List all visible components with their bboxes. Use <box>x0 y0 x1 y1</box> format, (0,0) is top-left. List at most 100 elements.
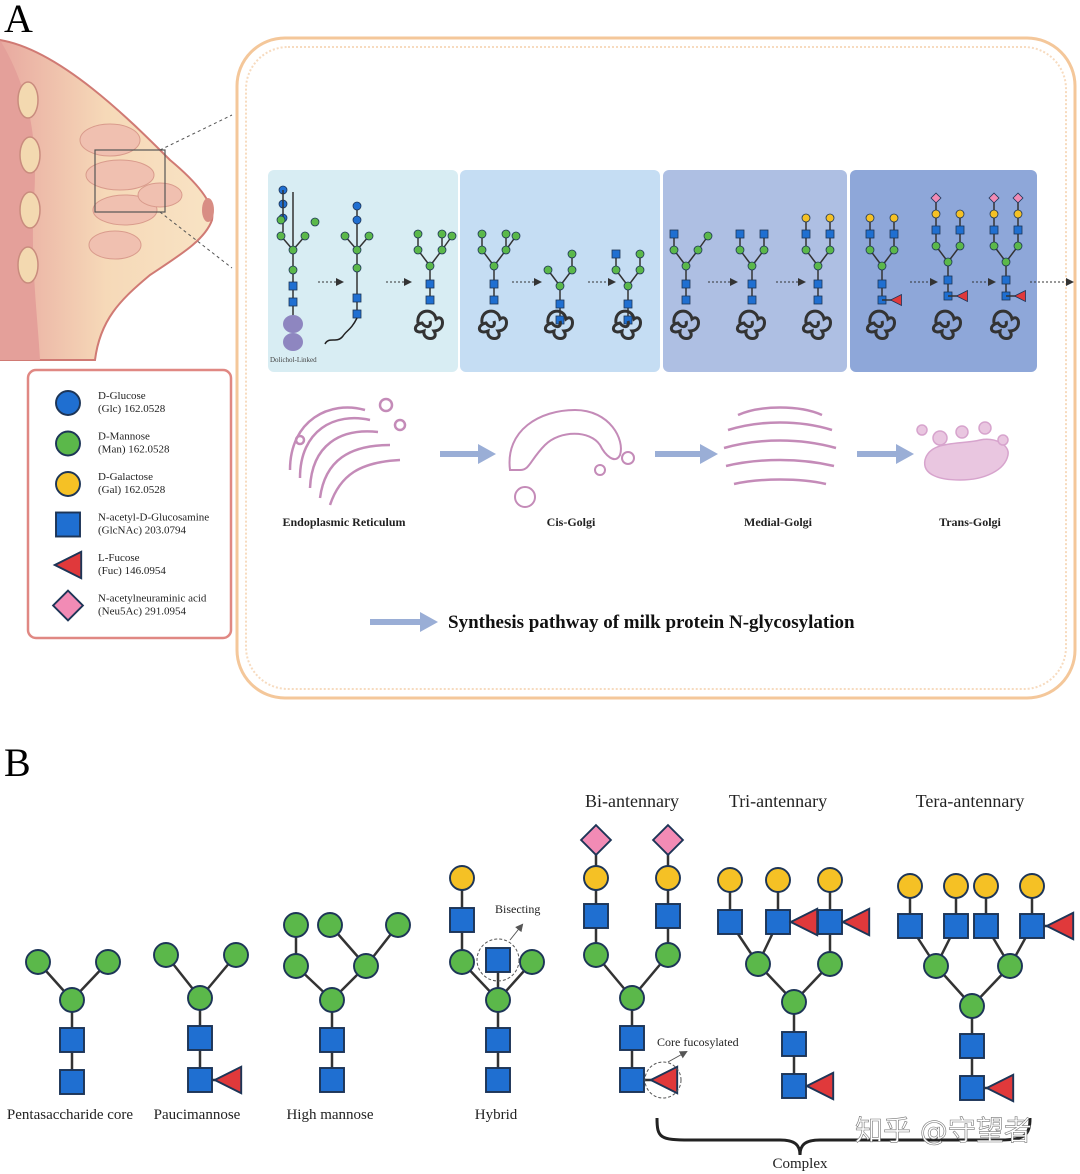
mannose-circle <box>437 229 447 239</box>
galactose-circle <box>955 209 965 219</box>
glycan-paucimannose <box>153 942 249 1095</box>
legend-detail: (Neu5Ac) 291.0954 <box>98 606 186 618</box>
mannose-circle <box>567 249 577 259</box>
glcnac-square <box>619 1067 645 1093</box>
mannose-circle <box>1013 241 1023 251</box>
legend-detail: (Gal) 162.0528 <box>98 484 166 496</box>
mannose-circle <box>276 215 286 225</box>
complex-brace <box>655 1117 1032 1156</box>
pathway-glycan <box>669 229 713 305</box>
mannose-circle <box>681 261 691 271</box>
galactose-circle <box>765 867 791 893</box>
glcnac-square <box>187 1025 213 1051</box>
legend-detail: (GlcNAc) 203.0794 <box>98 525 186 537</box>
pathway-caption: Synthesis pathway of milk protein N-glyc… <box>448 612 855 633</box>
legend-name: D-Mannose <box>98 431 150 443</box>
glcnac-square <box>425 279 435 289</box>
mannose-circle <box>340 231 350 241</box>
glcnac-square <box>288 297 298 307</box>
sialic-acid-diamond <box>651 823 685 857</box>
fucose-triangle <box>955 289 968 303</box>
mannose-circle <box>703 231 713 241</box>
galactose-circle <box>817 867 843 893</box>
glycan-bi-antennary <box>579 823 685 1095</box>
glcnac-square <box>352 309 362 319</box>
mannose-circle <box>59 987 85 1013</box>
label-paucimannose: Paucimannose <box>154 1107 241 1123</box>
mannose-circle <box>447 231 457 241</box>
zoom-box <box>94 149 166 213</box>
legend-detail: (Man) 162.0528 <box>98 444 170 456</box>
glcnac-square <box>959 1033 985 1059</box>
mannose-circle <box>413 245 423 255</box>
glcnac-square <box>765 909 791 935</box>
mannose-circle <box>501 245 511 255</box>
pathway-glycan <box>930 192 968 303</box>
trans-golgi-organelle <box>916 421 1009 481</box>
panel-b-letter: B <box>4 740 31 785</box>
glcnac-square <box>449 907 475 933</box>
galactose-circle <box>655 865 681 891</box>
pathway-glycan <box>413 229 457 305</box>
glcnac-square <box>59 1069 85 1095</box>
nascent-glycan <box>324 201 374 345</box>
mannose-circle <box>95 949 121 975</box>
galactose-circle <box>865 213 875 223</box>
stage-label-er: Endoplasmic Reticulum <box>282 515 405 529</box>
glycan-high-mannose <box>283 912 411 1093</box>
mannose-circle <box>352 245 362 255</box>
glcnac-square <box>669 229 679 239</box>
dolichol-label: Dolichol-Linked <box>270 356 317 364</box>
galactose-circle <box>897 873 923 899</box>
mannose-circle <box>655 942 681 968</box>
glcnac-square <box>485 947 511 973</box>
mannose-circle <box>865 245 875 255</box>
glucose-circle <box>352 201 362 211</box>
mannose-circle <box>437 245 447 255</box>
mannose-circle <box>317 912 343 938</box>
mannose-circle <box>943 257 953 267</box>
fucose-triangle <box>1044 911 1075 941</box>
mannose-circle <box>745 951 771 977</box>
glcnac-square <box>485 1027 511 1053</box>
glcnac-square <box>865 229 875 239</box>
mannose-circle <box>187 985 213 1011</box>
pathway-glycan <box>735 229 769 305</box>
core-fucosylated-label: Core fucosylated <box>657 1035 739 1049</box>
glcnac-square <box>489 279 499 289</box>
medial-golgi-organelle <box>723 406 837 486</box>
mannose-circle <box>877 261 887 271</box>
fucose-triangle <box>648 1065 679 1095</box>
glcnac-square <box>747 295 757 305</box>
glcnac-square <box>319 1067 345 1093</box>
legend-symbol-triangle <box>52 550 83 580</box>
glcnac-square <box>959 1075 985 1101</box>
mannose-circle <box>153 942 179 968</box>
mannose-circle <box>1001 257 1011 267</box>
legend-symbol-circle <box>55 430 81 457</box>
sialic-acid-diamond <box>579 823 613 857</box>
legend-symbol-circle <box>55 390 81 416</box>
galactose-circle <box>825 213 835 223</box>
glcnac-square <box>319 1027 345 1053</box>
protein-coil <box>932 309 962 340</box>
mannose-circle <box>989 241 999 251</box>
glycan-tera-antennary <box>897 873 1075 1103</box>
legend-name: L-Fucose <box>98 552 140 564</box>
protein-coil <box>736 309 766 340</box>
glcnac-square <box>931 225 941 235</box>
mannose-circle <box>413 229 423 239</box>
glcnac-square <box>623 299 633 309</box>
glcnac-square <box>813 279 823 289</box>
mannose-circle <box>781 989 807 1015</box>
glcnac-square <box>943 913 969 939</box>
glcnac-square <box>735 229 745 239</box>
cell-outer-membrane <box>235 36 1077 700</box>
pathway-glycan <box>477 229 521 305</box>
protein-coil <box>478 309 508 340</box>
glcnac-square <box>781 1073 807 1099</box>
bisecting-label: Bisecting <box>495 902 540 916</box>
glycan-pentasaccharide-core <box>25 949 121 1095</box>
fucose-triangle <box>889 293 902 307</box>
